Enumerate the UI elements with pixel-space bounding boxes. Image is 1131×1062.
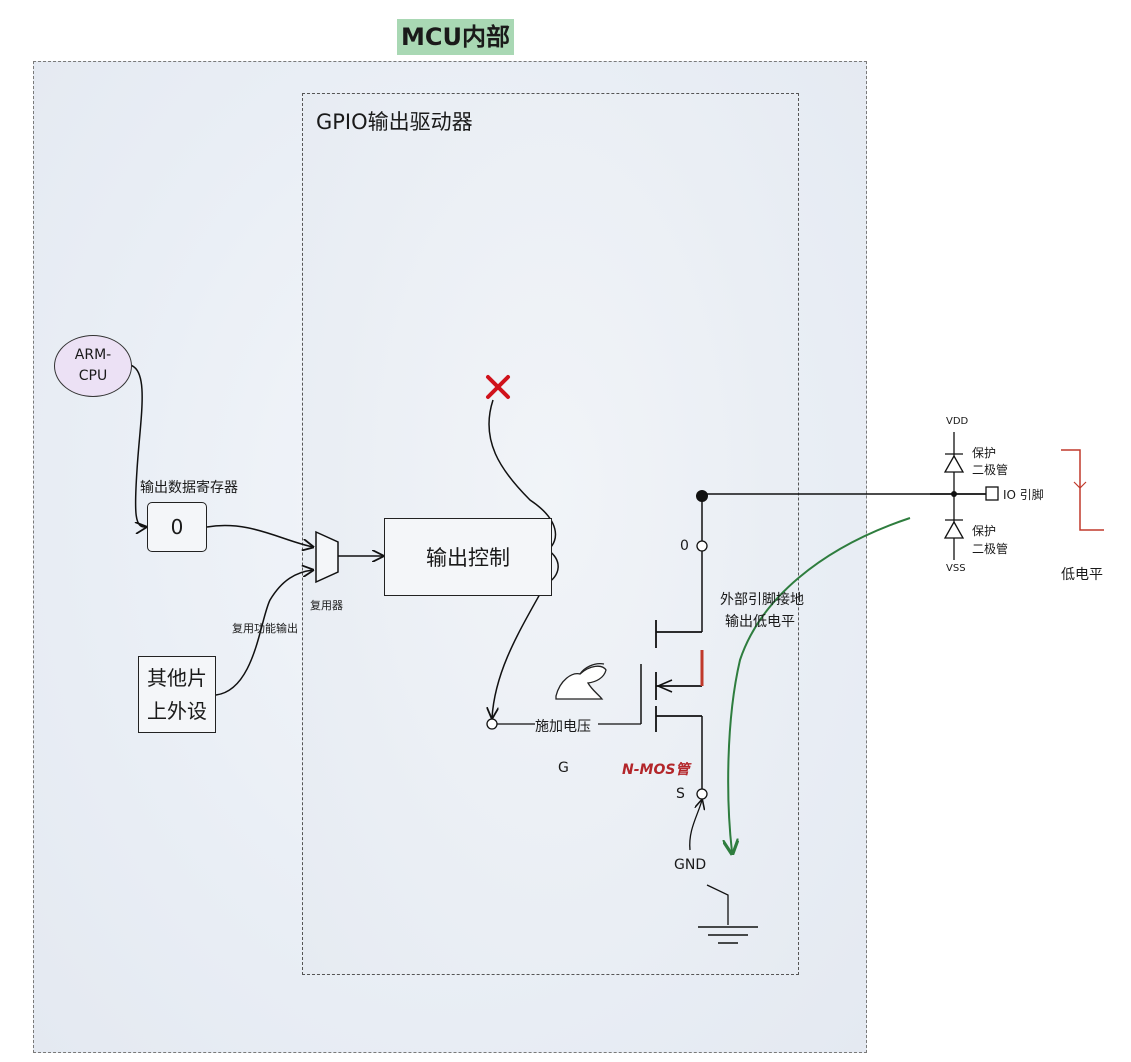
- nmos-label: N-MOS管: [622, 762, 690, 778]
- io-pin-label: IO 引脚: [1003, 488, 1044, 502]
- diode-top-label-1: 保护: [972, 446, 997, 460]
- annotation-line1: 外部引脚接地: [720, 592, 804, 608]
- low-level-label: 低电平: [1061, 567, 1103, 583]
- output-control-box: 输出控制: [384, 518, 552, 596]
- current-flow-arrow: [728, 517, 911, 852]
- disabled-cross-icon: [486, 375, 510, 399]
- wire-cpu-to-register: [129, 364, 146, 527]
- gate-terminal: [486, 718, 498, 730]
- nmos-transistor-symbol: [655, 620, 702, 732]
- drain-terminal: [696, 540, 708, 552]
- source-label: S: [676, 786, 685, 802]
- annotation-line2: 输出低电平: [725, 614, 795, 630]
- gnd-label: GND: [674, 857, 707, 873]
- peripheral-line2: 上外设: [147, 698, 207, 723]
- diode-bottom-label-2: 二极管: [972, 542, 1009, 556]
- gate-voltage-label: 施加电压: [535, 719, 591, 735]
- arm-cpu-node: ARM- CPU: [54, 335, 132, 397]
- cpu-label-line1: ARM-: [74, 347, 112, 363]
- cpu-label-line2: CPU: [78, 368, 108, 384]
- alt-function-label: 复用功能输出: [232, 622, 298, 635]
- mcu-title: MCU内部: [397, 19, 514, 55]
- gate-label: G: [558, 760, 569, 776]
- wire-peripheral-to-mux: [215, 570, 313, 696]
- peripheral-line1: 其他片: [147, 665, 207, 690]
- source-terminal: [696, 788, 708, 800]
- low-level-waveform: [1061, 449, 1104, 531]
- vss-label: VSS: [946, 563, 966, 574]
- mux-shape: [315, 530, 339, 584]
- diode-bottom-label-1: 保护: [972, 524, 997, 538]
- protection-diode-bottom: [943, 519, 965, 539]
- wire-register-to-mux: [206, 524, 313, 547]
- mux-label: 复用器: [310, 599, 343, 612]
- wire-gnd-to-source: [689, 800, 702, 851]
- drain-label: 0: [680, 538, 689, 554]
- register-label: 输出数据寄存器: [140, 480, 238, 496]
- output-junction: [696, 490, 708, 502]
- protection-diode-top: [943, 453, 965, 473]
- vdd-label: VDD: [946, 416, 969, 427]
- dinosaur-sketch-icon: [555, 662, 607, 700]
- io-pin-square: [985, 486, 999, 501]
- peripheral-box: 其他片 上外设: [138, 656, 216, 733]
- diode-top-label-2: 二极管: [972, 463, 1009, 477]
- gpio-title: GPIO输出驱动器: [316, 110, 473, 134]
- output-data-register: 0: [147, 502, 207, 552]
- ground-symbol: [698, 926, 758, 944]
